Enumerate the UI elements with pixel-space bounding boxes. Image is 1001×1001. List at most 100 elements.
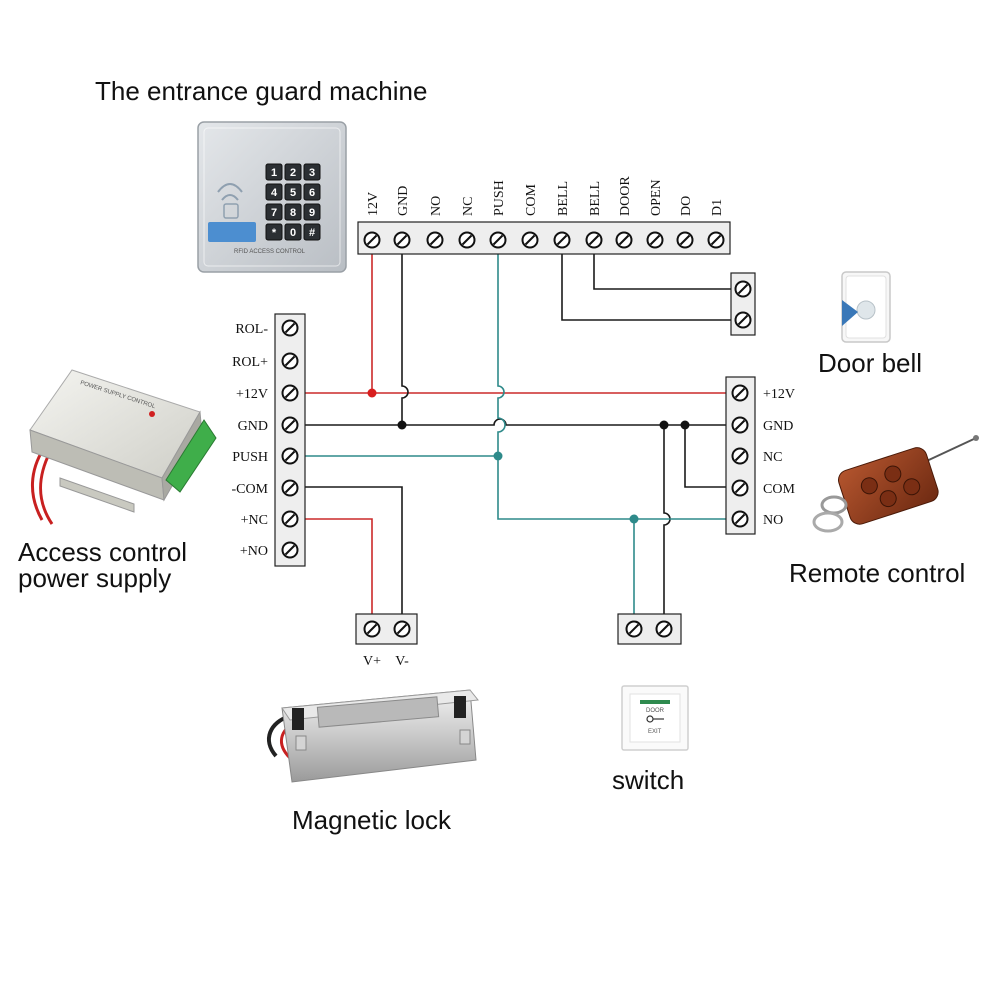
keypad-terminal-label: COM bbox=[524, 184, 539, 216]
keypad-key: 7 bbox=[265, 203, 283, 221]
remote-terminal-label: NO bbox=[763, 513, 783, 528]
keypad-key: * bbox=[265, 223, 283, 241]
remote-terminal-screw bbox=[731, 479, 749, 497]
keypad-terminal-label: OPEN bbox=[649, 179, 664, 216]
keypad-key-label: 0 bbox=[290, 227, 296, 239]
power-supply-caption-line2: power supply bbox=[18, 563, 171, 593]
junction-gnd-3 bbox=[680, 420, 690, 430]
power-terminal-screw bbox=[281, 319, 299, 337]
keypad-terminal-screw bbox=[521, 231, 539, 249]
keypad-terminal-screw bbox=[489, 231, 507, 249]
keypad-key-label: 2 bbox=[290, 167, 296, 179]
remote-terminal-screw bbox=[731, 510, 749, 528]
keypad-terminal-label: D1 bbox=[710, 199, 725, 216]
keypad-terminal-screw bbox=[393, 231, 411, 249]
keypad-terminal-label: BELL bbox=[556, 181, 571, 216]
switch-label-door: DOOR bbox=[646, 708, 665, 714]
keypad-terminal-screw bbox=[426, 231, 444, 249]
power-terminal-screw bbox=[281, 541, 299, 559]
keypad-key-label: 6 bbox=[309, 187, 315, 199]
keypad-key-label: 4 bbox=[271, 187, 278, 199]
junctions bbox=[367, 388, 690, 524]
keypad-key-label: 9 bbox=[309, 207, 315, 219]
keypad-terminal-screw bbox=[676, 231, 694, 249]
lock-terminal-screw bbox=[363, 620, 381, 638]
exit-switch-device-image: DOOR EXIT bbox=[621, 685, 689, 751]
wire-com-to-lock-vminus bbox=[305, 486, 403, 618]
keypad-terminal-screw bbox=[363, 231, 381, 249]
keypad-terminal-screw bbox=[458, 231, 476, 249]
keypad-terminal-screw bbox=[585, 231, 603, 249]
keypad-key: 9 bbox=[303, 203, 321, 221]
keypad-key-label: 7 bbox=[271, 207, 277, 219]
keypad-key-label: 8 bbox=[290, 207, 296, 219]
keypad-key: 5 bbox=[284, 183, 302, 201]
bell-terminal-screw bbox=[734, 311, 752, 329]
remote-terminal-screw bbox=[731, 447, 749, 465]
remote-device-image bbox=[812, 435, 979, 533]
power-terminal-label: +NC bbox=[241, 513, 268, 528]
keypad-key: 2 bbox=[284, 163, 302, 181]
lock-terminal-screw bbox=[393, 620, 411, 638]
junction-no bbox=[629, 514, 639, 524]
keypad-key: 4 bbox=[265, 183, 283, 201]
power-terminal-screw bbox=[281, 384, 299, 402]
keypad-key: 3 bbox=[303, 163, 321, 181]
power-terminal-screw bbox=[281, 479, 299, 497]
keypad-terminal-screw bbox=[553, 231, 571, 249]
wire-gnd-to-switch bbox=[663, 425, 671, 618]
keypad-key-label: 1 bbox=[271, 167, 277, 179]
lock-terminal-label: V+ bbox=[363, 654, 381, 669]
keypad-key: 1 bbox=[265, 163, 283, 181]
keypad-key-label: 3 bbox=[309, 167, 315, 179]
keypad-key-label: * bbox=[272, 227, 277, 239]
remote-terminal-label: NC bbox=[763, 450, 782, 465]
keypad-terminal-label: PUSH bbox=[492, 180, 507, 216]
keypad-key-label: 5 bbox=[290, 187, 296, 199]
keypad-terminal-screw bbox=[646, 231, 664, 249]
keypad-terminal-label: GND bbox=[396, 186, 411, 216]
keypad-panel-label: RFID ACCESS CONTROL bbox=[234, 249, 306, 255]
keypad-terminal-screw bbox=[615, 231, 633, 249]
keypad-key: 8 bbox=[284, 203, 302, 221]
remote-terminal-label: COM bbox=[763, 482, 795, 497]
power-terminal-screw bbox=[281, 352, 299, 370]
bell-terminal-screw bbox=[734, 280, 752, 298]
power-supply-device-image: POWER SUPPLY CONTROL bbox=[29, 369, 217, 525]
remote-caption: Remote control bbox=[789, 558, 965, 588]
keypad-terminal-label: DOOR bbox=[618, 176, 633, 216]
lock-terminal-label: V- bbox=[395, 654, 409, 669]
remote-terminal-label: GND bbox=[763, 419, 793, 434]
remote-terminal-block: +12V GND NC COM NO bbox=[725, 376, 795, 535]
keypad-terminal-label: NO bbox=[429, 196, 444, 216]
remote-terminal-screw bbox=[731, 416, 749, 434]
power-terminal-label: PUSH bbox=[232, 450, 268, 465]
power-supply-caption-line1: Access control bbox=[18, 537, 187, 567]
keypad-terminal-label: 12V bbox=[366, 192, 381, 216]
keypad-key-label: # bbox=[309, 227, 315, 239]
switch-label-exit: EXIT bbox=[648, 729, 662, 735]
keypad-key: 0 bbox=[284, 223, 302, 241]
wires bbox=[305, 240, 731, 618]
power-terminal-label: +NO bbox=[240, 544, 268, 559]
door-bell-caption: Door bell bbox=[818, 348, 922, 378]
door-bell-device-image bbox=[841, 271, 891, 343]
remote-terminal-label: +12V bbox=[763, 387, 795, 402]
bell-terminal-block bbox=[730, 272, 756, 336]
wire-bell-1 bbox=[561, 240, 731, 321]
power-terminal-screw bbox=[281, 510, 299, 528]
junction-gnd-2 bbox=[659, 420, 669, 430]
remote-terminal-screw bbox=[731, 384, 749, 402]
keypad-caption: The entrance guard machine bbox=[95, 76, 427, 106]
power-terminal-label: GND bbox=[238, 419, 268, 434]
power-terminal-screw bbox=[281, 416, 299, 434]
wire-remote-com-gnd bbox=[684, 425, 726, 488]
keypad-terminal-label: BELL bbox=[588, 181, 603, 216]
power-terminal-label: ROL+ bbox=[232, 355, 268, 370]
power-terminal-label: +12V bbox=[236, 387, 268, 402]
wire-keypad-gnd bbox=[401, 240, 409, 425]
